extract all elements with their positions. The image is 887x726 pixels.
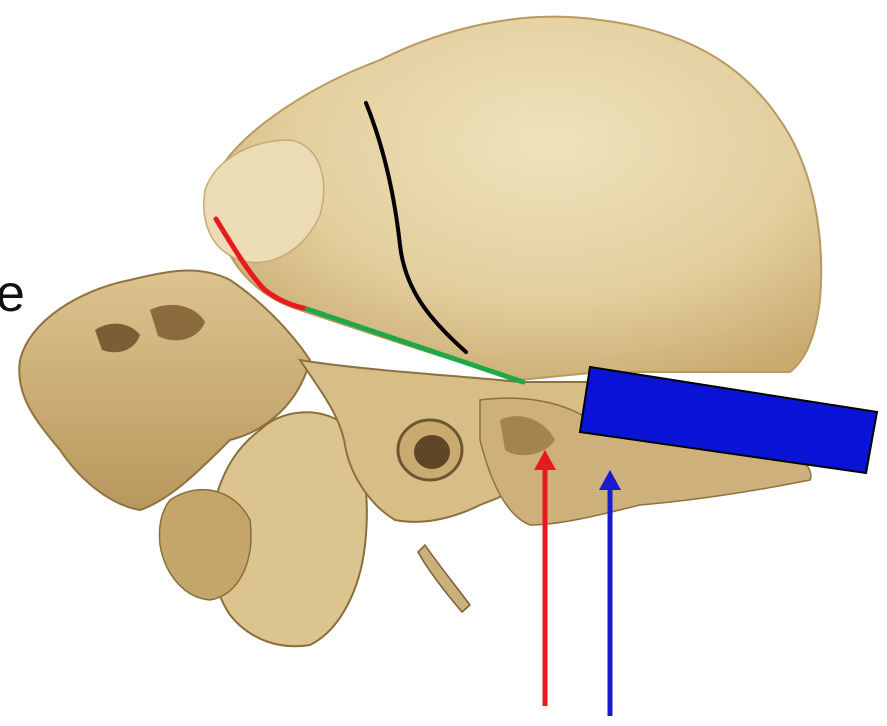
edge-text-fragment: e bbox=[0, 268, 25, 320]
styloid-process bbox=[418, 545, 470, 612]
foramen-hole bbox=[414, 435, 450, 469]
mandible-ramus-shadow bbox=[159, 490, 250, 600]
